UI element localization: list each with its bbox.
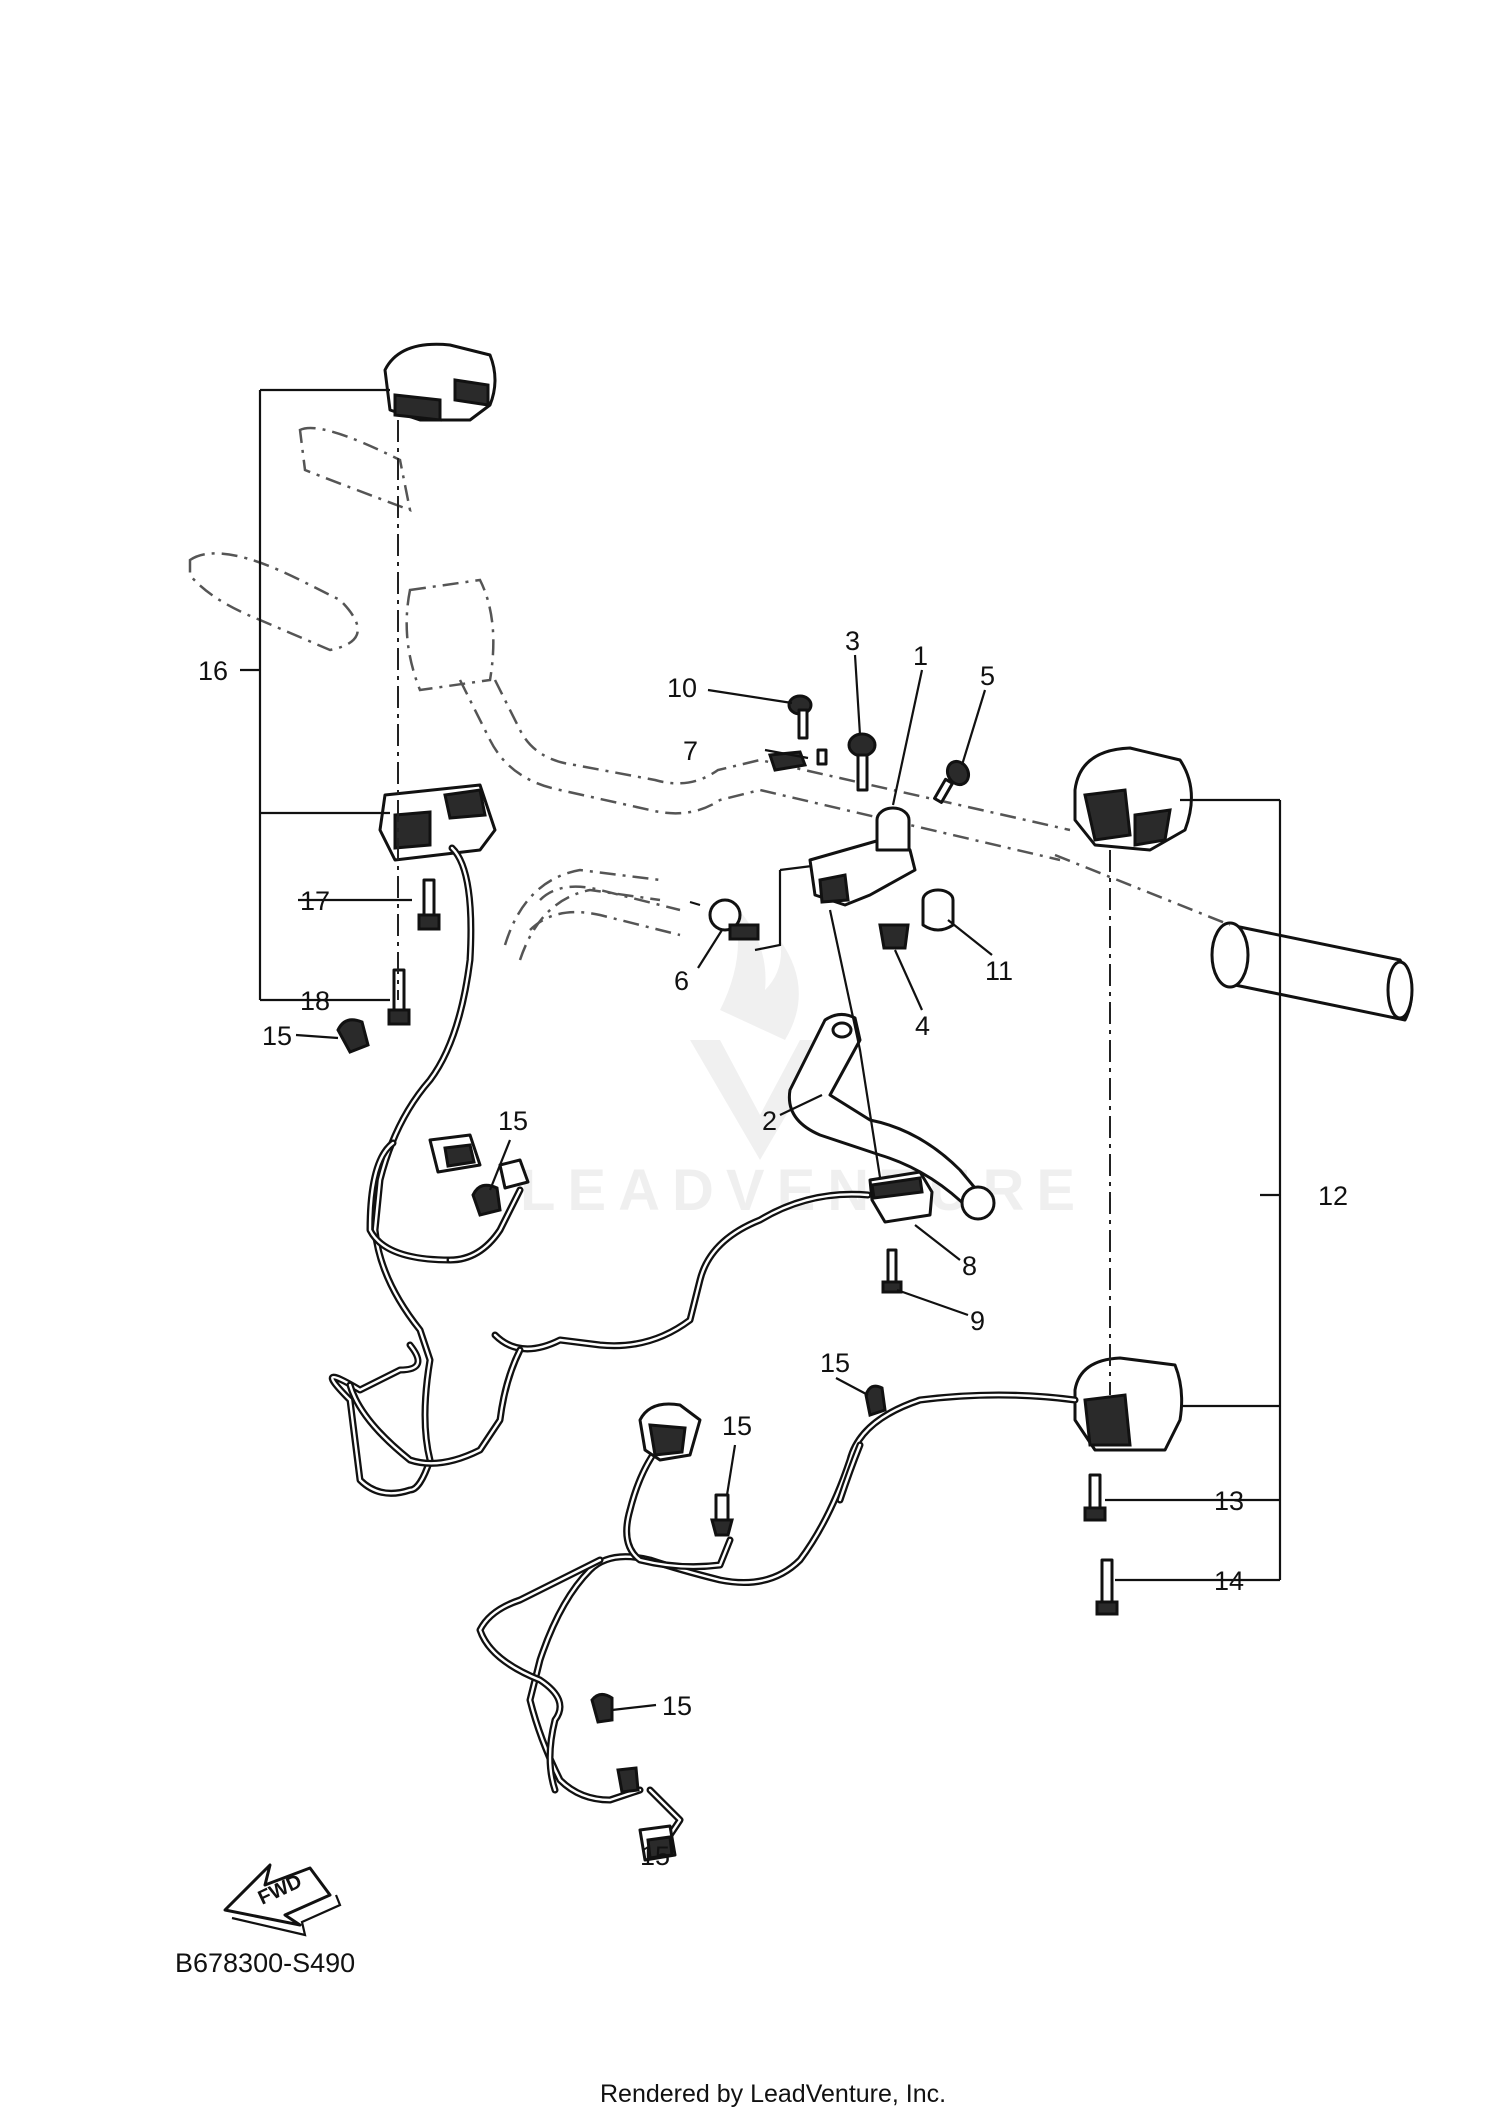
right-grip — [1054, 853, 1414, 1022]
clutch-lever — [787, 1013, 996, 1221]
wire-clamp-15-e — [590, 1693, 614, 1724]
callout-1: 1 — [913, 641, 928, 671]
callout-5: 5 — [980, 661, 995, 691]
switch-upper-housing — [1073, 746, 1193, 852]
callout-2: 2 — [762, 1106, 777, 1136]
watermark-text: LEADVENTURE — [520, 1158, 1087, 1223]
wire-clamp-15-f — [616, 1766, 640, 1794]
adjuster-6 — [708, 898, 760, 941]
right-wire-harness — [476, 1391, 1079, 1854]
callout-14: 14 — [1214, 1566, 1244, 1596]
callout-18: 18 — [300, 986, 330, 1016]
callout-9: 9 — [970, 1306, 985, 1336]
rendered-by-footer: Rendered by LeadVenture, Inc. — [600, 2080, 946, 2108]
bushing-11 — [921, 888, 955, 932]
lever-holder — [808, 806, 917, 907]
callout-15-f: 15 — [640, 1841, 670, 1871]
leader-lines — [240, 388, 1282, 1712]
callout-15-c: 15 — [820, 1348, 850, 1378]
callouts: 1 2 3 4 5 6 7 8 9 10 11 12 13 14 15 15 1… — [198, 626, 1348, 1871]
callout-11: 11 — [985, 956, 1013, 986]
wire-clamp-15-b — [471, 1183, 502, 1217]
bolt-17 — [417, 878, 441, 931]
forward-arrow-icon: FWD — [223, 1863, 342, 1937]
upper-clamp-cap — [383, 342, 497, 422]
left-connector-2 — [498, 1158, 530, 1190]
wire-clamp-15-c — [864, 1384, 887, 1417]
callout-10: 10 — [667, 673, 697, 703]
callout-15-a: 15 — [262, 1021, 292, 1051]
callout-6: 6 — [674, 966, 689, 996]
callout-3: 3 — [845, 626, 860, 656]
callout-12: 12 — [1318, 1181, 1348, 1211]
bottom-coupler — [638, 1824, 677, 1862]
callout-7: 7 — [683, 736, 698, 766]
bottom-connector — [638, 1402, 702, 1462]
screw-13 — [1083, 1473, 1107, 1522]
callout-17: 17 — [300, 886, 330, 916]
wire-clamp-15-d — [710, 1493, 734, 1537]
callout-13: 13 — [1214, 1486, 1244, 1516]
bolt-3 — [847, 732, 877, 792]
collar-4 — [878, 923, 910, 950]
clutch-cable-outline — [518, 888, 661, 961]
callout-15-b: 15 — [498, 1106, 528, 1136]
callout-4: 4 — [915, 1011, 930, 1041]
callout-16: 16 — [198, 656, 228, 686]
bolt-10 — [787, 694, 813, 740]
screw-14 — [1095, 1558, 1119, 1616]
wire-clamp-15-a — [336, 1018, 370, 1054]
screw-5 — [933, 759, 971, 804]
clutch-switch — [868, 1170, 934, 1294]
left-connector — [428, 1133, 482, 1174]
switch-lower-housing — [1073, 1356, 1184, 1452]
callout-15-d: 15 — [722, 1411, 752, 1441]
handlebar-outline — [188, 426, 1071, 937]
callout-8: 8 — [962, 1251, 977, 1281]
callout-15-e: 15 — [662, 1691, 692, 1721]
diagram-code: B678300-S490 — [175, 1948, 355, 1978]
left-wire-harness — [328, 844, 872, 1497]
lower-clamp — [378, 783, 497, 862]
